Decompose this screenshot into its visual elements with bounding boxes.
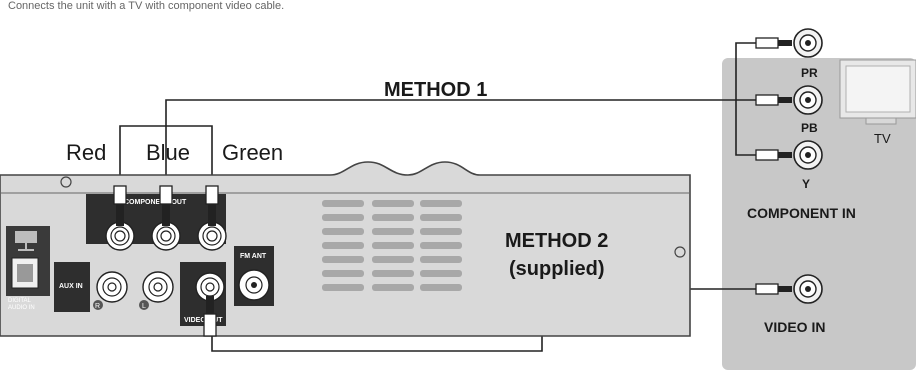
method-2-label: METHOD 2 [505, 230, 608, 252]
player-plug-video [203, 296, 217, 337]
tv-label: TV [874, 131, 891, 146]
cable-color-red: Red [66, 140, 106, 165]
screw-icon [674, 246, 686, 258]
fm-ant-label: FM ANT [240, 253, 267, 260]
aux-l-marker [139, 300, 149, 310]
cable-color-blue: Blue [146, 140, 190, 165]
player-jack-pb [151, 221, 181, 251]
tv-jack-pr [793, 28, 823, 58]
tv-jack-y [793, 140, 823, 170]
method-1-label: METHOD 1 [384, 79, 487, 101]
tv-jack-pb [793, 85, 823, 115]
digital-audio-in-port [6, 226, 50, 296]
tv-jack-y-label: Y [802, 177, 810, 191]
player-jack-pr [105, 221, 135, 251]
aux-jack-l [142, 271, 174, 303]
digital-audio-in-label: DIGITAL [8, 298, 32, 304]
caption: Connects the unit with a TV with compone… [8, 0, 285, 12]
tv-jack-pr-label: PR [801, 66, 818, 80]
cable-color-green: Green [222, 140, 283, 165]
component-in-label: COMPONENT IN [747, 205, 856, 221]
aux-jack-r [96, 271, 128, 303]
video-in-label: VIDEO IN [764, 319, 825, 335]
digital-audio-in-label-2: AUDIO IN [8, 305, 35, 311]
aux-r-label: R [95, 303, 100, 310]
vent-grille [322, 200, 462, 291]
player-plug-pr [113, 185, 127, 226]
fm-ant-jack [238, 269, 270, 301]
player-plug-pb [159, 185, 173, 226]
tv-jack-pb-label: PB [801, 121, 818, 135]
component-cable [119, 42, 756, 186]
method-2-sub-label: (supplied) [509, 258, 605, 280]
tv-icon [839, 59, 916, 125]
aux-in-tag [54, 262, 90, 312]
screw-icon [60, 176, 72, 188]
tv-jack-video [793, 274, 823, 304]
tv-plug-pr [755, 37, 792, 49]
player-jack-y [197, 221, 227, 251]
component-out-label: COMPONENT OUT [124, 199, 187, 206]
aux-in-label: AUX IN [59, 283, 83, 290]
aux-r-marker [93, 300, 103, 310]
player-plug-y [205, 185, 219, 226]
aux-l-label: L [142, 303, 146, 310]
